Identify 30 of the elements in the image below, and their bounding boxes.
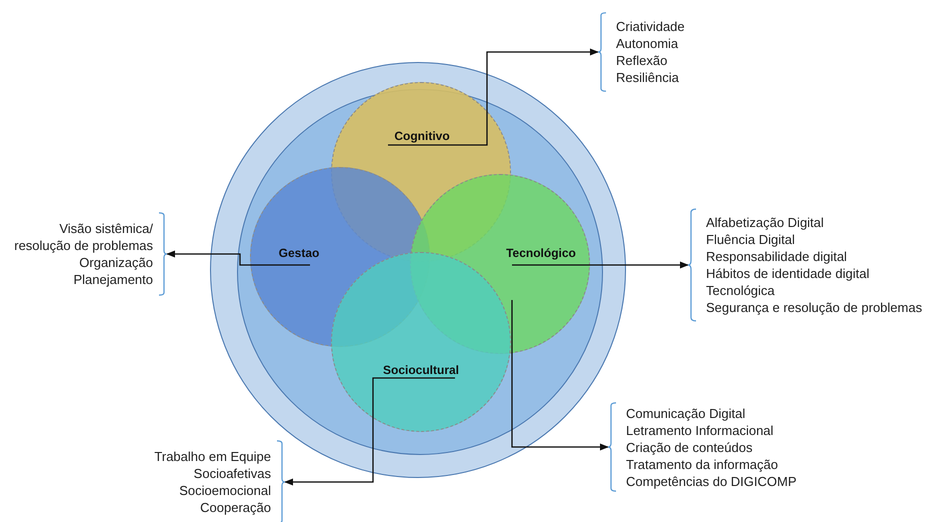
list-item: Fluência Digital [706,231,795,248]
list-item: Alfabetização Digital [706,214,824,231]
list-item: Responsabilidade digital [706,248,847,265]
arrow [511,300,609,451]
list-item: Criatividade [616,18,685,35]
circle-label: Gestao [278,246,320,260]
list-item: Cooperação [200,499,271,516]
arrow [512,261,689,269]
list-item: Visão sistêmica/ resolução de problemas [13,220,153,254]
list-item: Socioemocional [179,482,271,499]
circle-label: Tecnológico [506,246,576,260]
list-item: Resiliência [616,69,679,86]
list-item: Autonomia [616,35,678,52]
list-item: Criação de conteúdos [626,438,752,456]
list-item: Competências do DIGICOMP [626,472,797,490]
arrow [284,377,455,486]
list-item: Segurança e resolução de problemas [706,299,922,316]
list-item: Comunicação Digital [626,404,746,422]
list-item: Letramento Informacional [626,422,774,438]
list-item: Socioafetivas [194,465,271,482]
circle-label: Cognitivo [394,129,450,143]
arrow [388,48,599,146]
list-item: Trabalho em Equipe [154,448,271,465]
list-item: Reflexão [616,52,668,69]
list-item: Tratamento da informação [626,456,778,472]
list-item: Organização [79,254,153,271]
list-item: Planejamento [74,271,153,288]
list-item: Tecnológica [706,282,775,299]
circle-label: Sociocultural [383,363,459,377]
list-item: Hábitos de identidade digital [706,265,870,282]
